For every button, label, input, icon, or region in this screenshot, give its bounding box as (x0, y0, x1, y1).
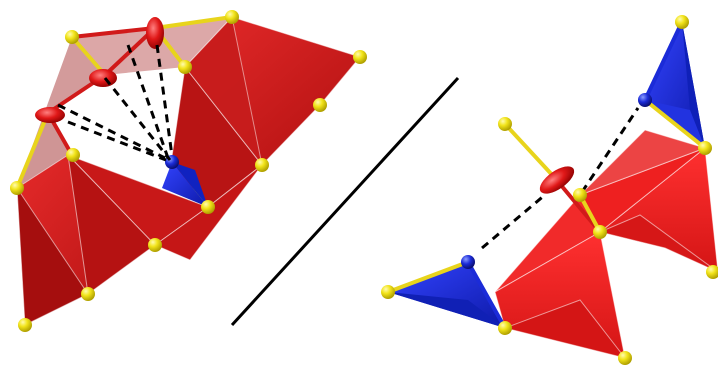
right-yellow-atoms (381, 15, 718, 365)
right-blue-atom-top (638, 93, 652, 107)
left-red-polyhedra (16, 15, 361, 326)
right-cluster (381, 15, 718, 365)
right-bonds (386, 20, 707, 330)
right-red-ellipsoid (539, 166, 575, 194)
panel-divider (230, 76, 460, 327)
left-cluster (10, 10, 367, 332)
right-dashed-contacts (481, 107, 640, 250)
right-red-polyhedra (494, 129, 718, 359)
left-yellow-atoms (10, 10, 367, 332)
right-blue-atom-bottom (461, 255, 475, 269)
left-dashed-contacts (57, 44, 174, 162)
